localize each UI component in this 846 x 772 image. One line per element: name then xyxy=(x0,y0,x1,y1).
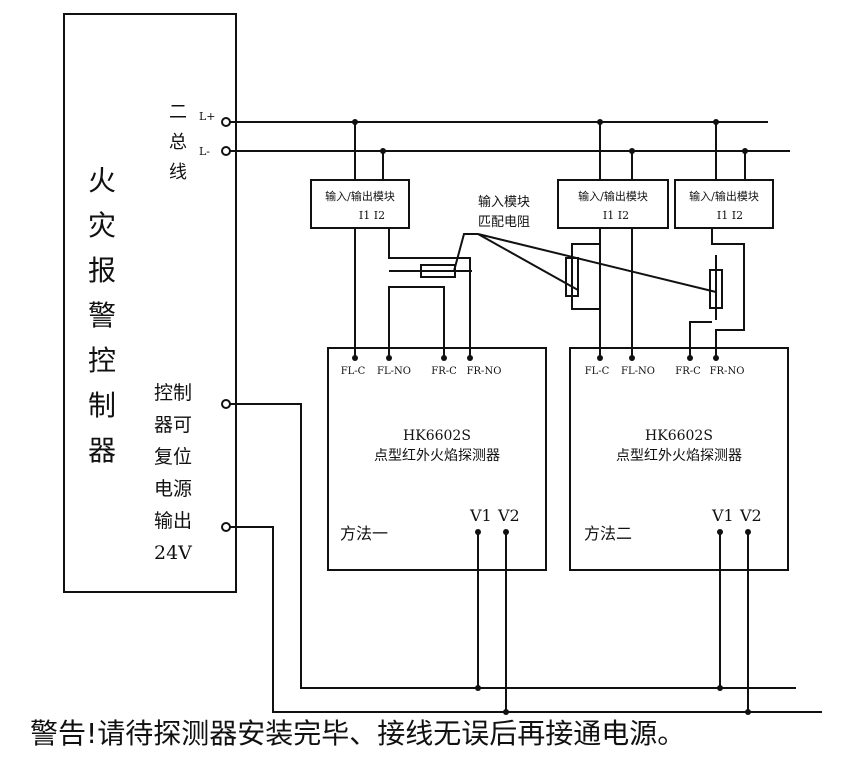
terminal-lplus xyxy=(221,117,231,127)
io-module-3-terminals: I1 I2 xyxy=(717,209,743,222)
detector-2-terminal: FR-NO xyxy=(710,366,745,377)
detector-2-terminal: FR-C xyxy=(675,366,701,377)
power-label-line: 电源 xyxy=(154,478,192,500)
power-label-line: 复位 xyxy=(154,446,192,468)
io-module-2-title: 输入/输出模块 xyxy=(578,189,648,203)
detector-1-terminal: FL-C xyxy=(341,366,366,377)
panel-title-char: 警 xyxy=(88,299,116,332)
io-module-2-terminals: I1 I2 xyxy=(603,209,629,222)
detector-2-box xyxy=(569,347,789,571)
detector-1-terminal: FR-NO xyxy=(467,366,502,377)
power-label-line: 控制 xyxy=(154,382,192,404)
warning-text: 警告!请待探测器安装完毕、接线无误后再接通电源。 xyxy=(30,717,686,750)
bus-label-char: 线 xyxy=(169,162,187,183)
terminal-lminus-label: L- xyxy=(199,145,210,158)
detector-1-box xyxy=(327,347,547,571)
power-label-line: 24V xyxy=(154,542,192,564)
detector-1-method: 方法一 xyxy=(340,524,388,543)
detector-2-terminal: FL-C xyxy=(585,366,610,377)
detector-1-terminal: FL-NO xyxy=(377,366,411,377)
resistor-note-line2: 匹配电阻 xyxy=(478,215,530,230)
detector-1-model: HK6602S xyxy=(403,428,471,444)
resistor-2 xyxy=(565,257,579,297)
detector-2-v1: V1 xyxy=(711,506,734,525)
terminal-power-2 xyxy=(221,522,231,532)
panel-title-char: 制 xyxy=(88,389,116,422)
bus-label-char: 二 xyxy=(169,102,187,123)
panel-title-char: 控 xyxy=(88,344,116,377)
terminal-lplus-label: L+ xyxy=(199,110,216,123)
resistor-3 xyxy=(709,269,723,309)
io-module-1-title: 输入/输出模块 xyxy=(325,189,395,203)
io-module-2-box xyxy=(557,179,669,229)
terminal-power-1 xyxy=(221,399,231,409)
panel-title-char: 器 xyxy=(88,434,116,467)
bus-label-char: 总 xyxy=(169,132,187,153)
io-module-1-box xyxy=(310,179,410,229)
detector-1-terminal: FR-C xyxy=(431,366,457,377)
terminal-lminus xyxy=(221,146,231,156)
detector-2-terminal: FL-NO xyxy=(621,366,655,377)
power-line-1 xyxy=(226,403,796,689)
detector-2-method: 方法二 xyxy=(584,524,632,543)
resistor-note-line1: 输入模块 xyxy=(478,194,530,210)
panel-title-char: 灾 xyxy=(88,209,116,242)
detector-1-v1: V1 xyxy=(469,506,492,525)
power-label-line: 器可 xyxy=(154,414,192,436)
io-module-3-title: 输入/输出模块 xyxy=(689,189,759,203)
detector-1-v2: V2 xyxy=(497,506,520,525)
power-label-line: 输出 xyxy=(154,510,192,532)
detector-1-name: 点型红外火焰探测器 xyxy=(374,448,500,464)
io-module-1-terminals: I1 I2 xyxy=(359,209,385,222)
panel-title-char: 火 xyxy=(88,164,116,197)
detector-2-model: HK6602S xyxy=(645,428,713,444)
detector-2-v2: V2 xyxy=(739,506,762,525)
detector-2-name: 点型红外火焰探测器 xyxy=(616,448,742,464)
io-module-3-box xyxy=(674,179,774,229)
controller-panel-box xyxy=(63,13,237,593)
panel-title-char: 报 xyxy=(88,254,116,287)
power-line-2 xyxy=(226,526,822,713)
